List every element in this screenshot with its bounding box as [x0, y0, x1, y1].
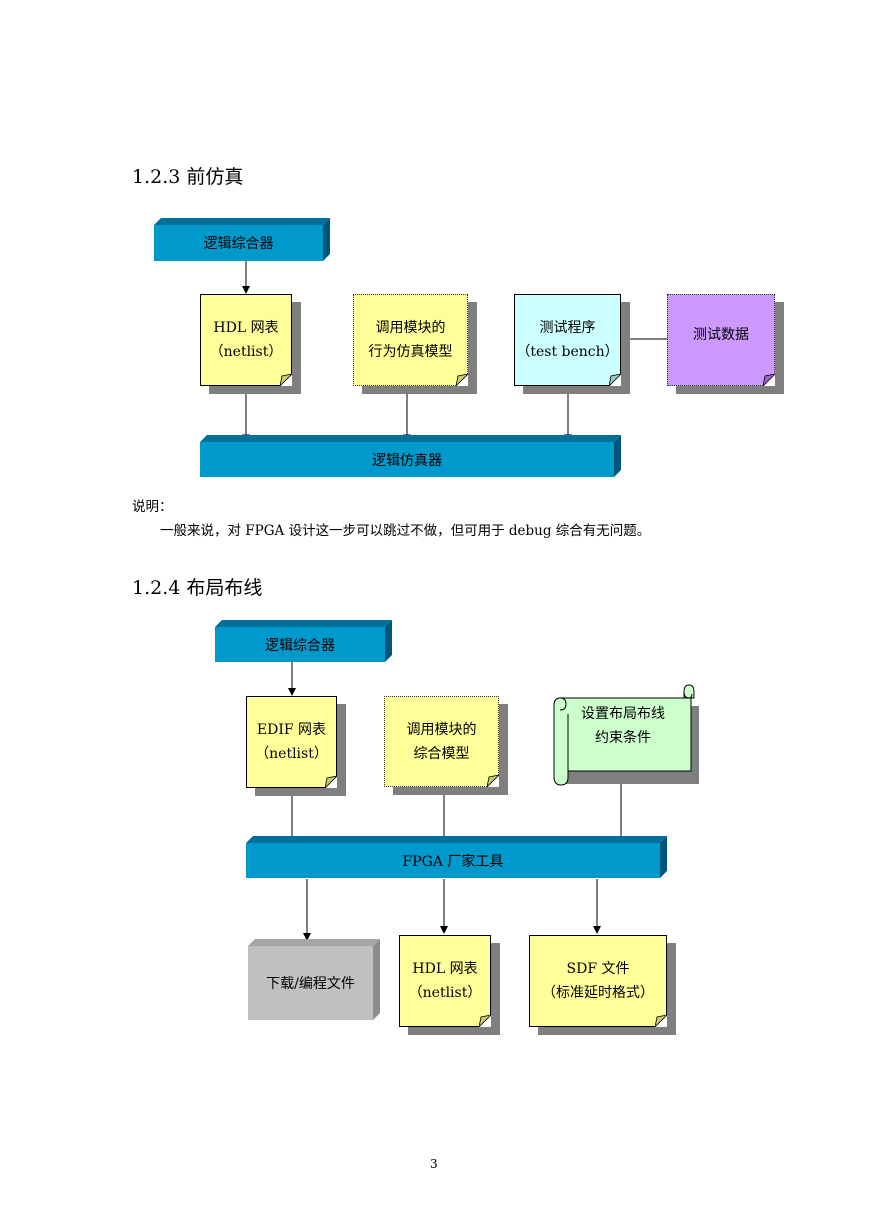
download-file-box-3d	[248, 939, 380, 1020]
folded-corner-icon	[456, 374, 468, 386]
synthesis-model-line1: 调用模块的	[406, 721, 477, 738]
test-data-label: 测试数据	[693, 327, 749, 343]
folded-corner-icon	[325, 776, 337, 788]
logic-simulator-label: 逻辑仿真器	[372, 452, 442, 469]
sdf-file-line2: （标准延时格式）	[542, 985, 654, 1001]
section-heading-place-route: 1.2.4 布局布线	[132, 577, 263, 599]
synthesis-model-note: 调用模块的 综合模型	[384, 696, 499, 787]
test-bench-line1: 测试程序	[539, 320, 596, 336]
vendor-tool-bar-3d	[246, 836, 667, 878]
hdl-netlist-output-note: HDL 网表 （netlist）	[399, 935, 491, 1027]
test-bench-note: 测试程序 （test bench）	[514, 294, 621, 386]
logic-synthesizer-label: 逻辑综合器	[265, 637, 335, 654]
hdl-netlist-output-line2: （netlist）	[408, 985, 482, 1001]
synthesis-model-line2: 综合模型	[413, 745, 470, 762]
note-label: 说明：	[132, 499, 173, 515]
edif-netlist-line1: EDIF 网表	[256, 722, 327, 738]
page-number: 3	[430, 1157, 438, 1171]
folded-corner-icon	[655, 1015, 667, 1027]
edif-netlist-note: EDIF 网表 （netlist）	[246, 696, 337, 788]
logic-synthesizer-label: 逻辑综合器	[203, 236, 274, 252]
folded-corner-icon	[763, 374, 775, 386]
folded-corner-icon	[487, 775, 499, 787]
constraints-scroll-shape	[553, 684, 699, 786]
sdf-file-note: SDF 文件 （标准延时格式）	[529, 935, 667, 1027]
edif-netlist-line2: （netlist）	[255, 746, 328, 762]
behavioral-model-line2: 行为仿真模型	[368, 344, 453, 360]
note-text: 一般来说，对 FPGA 设计这一步可以跳过不做，但可用于 debug 综合有无问…	[160, 523, 651, 539]
hdl-netlist-line2: （netlist）	[209, 344, 283, 360]
folded-corner-icon	[479, 1015, 491, 1027]
synthesizer-bar-3d	[215, 620, 392, 662]
test-data-note: 测试数据	[667, 294, 775, 386]
fpga-vendor-tool-label: FPGA 厂家工具	[402, 853, 504, 870]
behavioral-model-line1: 调用模块的	[375, 320, 446, 336]
simulator-bar-3d	[200, 435, 621, 477]
folded-corner-icon	[280, 374, 292, 386]
test-bench-line2: （test bench）	[516, 344, 619, 360]
constraints-line2: 约束条件	[595, 730, 651, 746]
behavioral-model-note: 调用模块的 行为仿真模型	[353, 294, 468, 386]
section-heading-simulation: 1.2.3 前仿真	[132, 166, 244, 188]
synthesizer-bar-3d	[154, 218, 330, 261]
hdl-netlist-line1: HDL 网表	[213, 320, 279, 336]
download-program-file-label: 下载/编程文件	[266, 976, 355, 992]
hdl-netlist-output-line1: HDL 网表	[412, 961, 478, 977]
constraints-line1: 设置布局布线	[581, 706, 665, 722]
sdf-file-line1: SDF 文件	[566, 961, 630, 977]
hdl-netlist-note: HDL 网表 （netlist）	[200, 294, 292, 386]
constraints-note: 设置布局布线 约束条件	[570, 700, 676, 752]
folded-corner-icon	[609, 374, 621, 386]
